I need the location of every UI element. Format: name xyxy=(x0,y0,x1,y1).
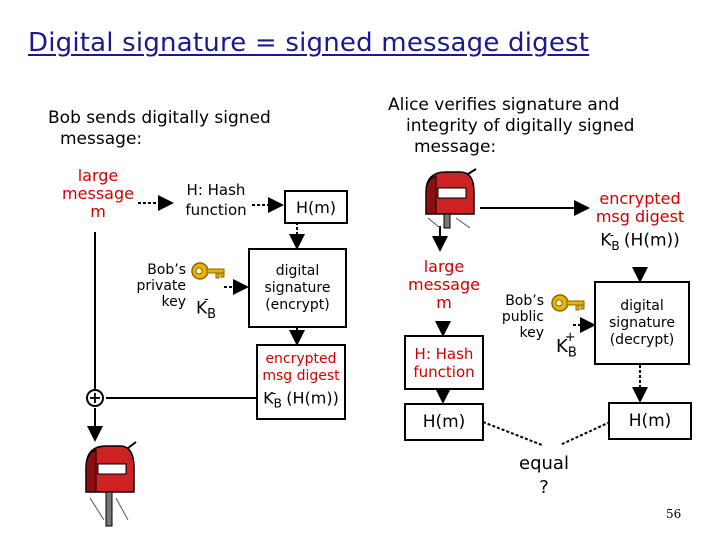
slide-title: Digital signature = signed message diges… xyxy=(28,28,590,58)
right-hash-function: H: Hash function xyxy=(404,335,484,390)
right-hm-right-box: H(m) xyxy=(608,402,692,440)
line-compare-left xyxy=(482,421,543,446)
key-icon xyxy=(551,294,585,312)
left-heading: Bob sends digitally signed message: xyxy=(48,108,271,149)
key-icon xyxy=(191,262,225,280)
equal-question: equal ? xyxy=(519,453,569,498)
right-encrypted-digest: encrypted msg digest KB-(H(m)) xyxy=(595,189,685,254)
right-digital-signature-decrypt: digital signature (decrypt) xyxy=(594,281,690,365)
left-private-key-symbol: KB- xyxy=(196,292,217,323)
right-large-message: large message m xyxy=(408,257,480,312)
left-digital-signature-encrypt: digital signature (encrypt) xyxy=(248,248,347,328)
right-heading: Alice verifies signature and integrity o… xyxy=(388,95,635,157)
line-compare-right xyxy=(559,421,611,446)
left-hash-function: H: Hash function xyxy=(185,181,247,219)
mailbox-icon xyxy=(85,441,137,527)
page-number: 56 xyxy=(666,507,682,521)
left-private-key-label: Bob’s private key xyxy=(136,262,187,310)
right-hm-left-box: H(m) xyxy=(404,403,484,441)
mailbox-icon xyxy=(425,168,477,229)
right-public-key-symbol: KB+ xyxy=(556,330,577,361)
plus-icon: + xyxy=(86,389,104,407)
right-public-key-label: Bob’s public key xyxy=(501,293,544,341)
left-large-message: large message m xyxy=(62,166,134,221)
left-hm-box: H(m) xyxy=(284,190,348,224)
left-encrypted-digest: encrypted msg digest KB-(H(m)) xyxy=(256,344,346,420)
